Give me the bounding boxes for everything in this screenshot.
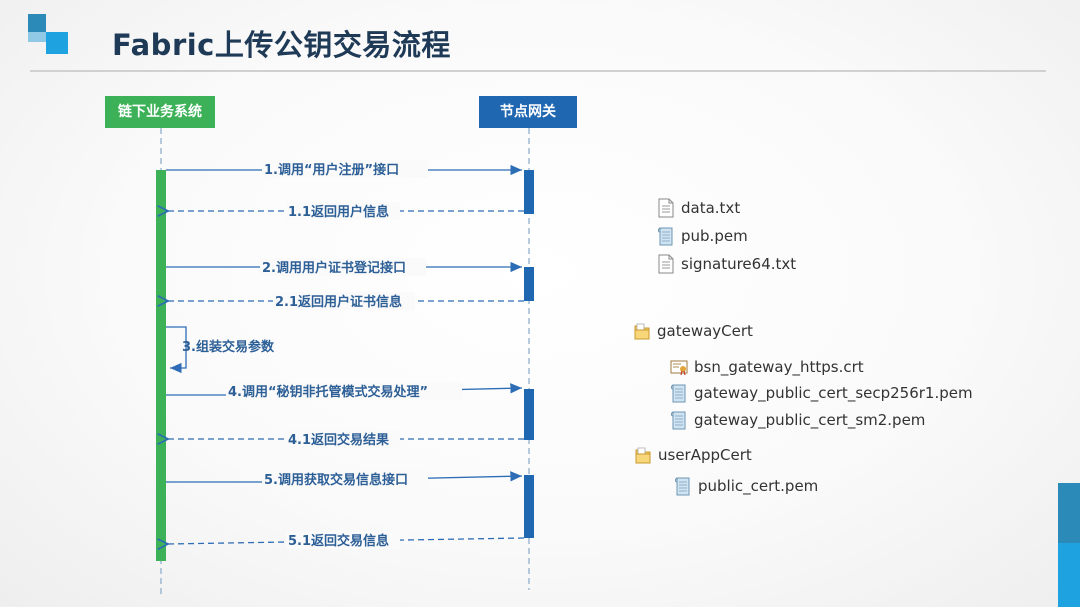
activation-left: [156, 170, 166, 561]
file-name: userAppCert: [658, 446, 752, 464]
file-name: bsn_gateway_https.crt: [694, 358, 864, 376]
file-item-signature64-txt[interactable]: signature64.txt: [657, 253, 796, 275]
file-item-data-txt[interactable]: data.txt: [657, 197, 740, 219]
logo: [0, 0, 80, 60]
file-name: gateway_public_cert_sm2.pem: [694, 411, 926, 429]
pem-file-icon: [671, 384, 686, 403]
pem-file-icon: [675, 477, 690, 496]
file-name: signature64.txt: [681, 255, 797, 273]
msg-label-5-1: 5.1返回交易信息: [288, 533, 389, 549]
activation-right-3: [524, 389, 534, 440]
folder-item-userappcert[interactable]: userAppCert: [634, 444, 752, 466]
actor-offchain-system: 链下业务系统: [105, 96, 215, 128]
file-item-gateway-public-cert-secp256r1-pem[interactable]: gateway_public_cert_secp256r1.pem: [670, 382, 973, 404]
file-name: data.txt: [681, 199, 741, 217]
file-item-pub-pem[interactable]: pub.pem: [657, 225, 748, 247]
page-title: Fabric上传公钥交易流程: [112, 28, 451, 62]
msg-label-4: 4.调用“秘钥非托管模式交易处理”: [228, 384, 428, 400]
actor-node-gateway: 节点网关: [479, 96, 577, 128]
activation-right-2: [524, 267, 534, 301]
msg-label-2-1: 2.1返回用户证书信息: [275, 294, 402, 310]
certificate-icon: [670, 360, 688, 376]
activation-right-4: [524, 475, 534, 538]
file-item-public-cert-pem[interactable]: public_cert.pem: [674, 475, 818, 497]
file-name: public_cert.pem: [698, 477, 819, 495]
msg-label-5: 5.调用获取交易信息接口: [264, 472, 408, 488]
file-name: pub.pem: [681, 227, 748, 245]
file-name: gateway_public_cert_secp256r1.pem: [694, 384, 973, 402]
file-name: gatewayCert: [657, 322, 753, 340]
text-file-icon: [658, 198, 674, 218]
msg-arrow-3-self: [166, 326, 187, 374]
folder-icon: [635, 447, 651, 464]
file-item-bsn-gateway-https-crt[interactable]: bsn_gateway_https.crt: [670, 356, 864, 378]
msg-label-1: 1.调用“用户注册”接口: [264, 162, 399, 178]
folder-icon: [634, 323, 650, 340]
file-item-gateway-public-cert-sm2-pem[interactable]: gateway_public_cert_sm2.pem: [670, 409, 925, 431]
activation-right-1: [524, 170, 534, 214]
msg-label-3: 3.组装交易参数: [182, 339, 275, 355]
pem-file-icon: [671, 411, 686, 430]
pem-file-icon: [658, 227, 673, 246]
msg-label-4-1: 4.1返回交易结果: [288, 432, 389, 448]
folder-item-gatewaycert[interactable]: gatewayCert: [633, 320, 753, 342]
corner-decoration: [1058, 483, 1080, 607]
msg-label-1-1: 1.1返回用户信息: [288, 204, 389, 220]
msg-label-2: 2.调用用户证书登记接口: [262, 260, 406, 276]
title-divider: [30, 70, 1046, 72]
text-file-icon: [658, 254, 674, 274]
